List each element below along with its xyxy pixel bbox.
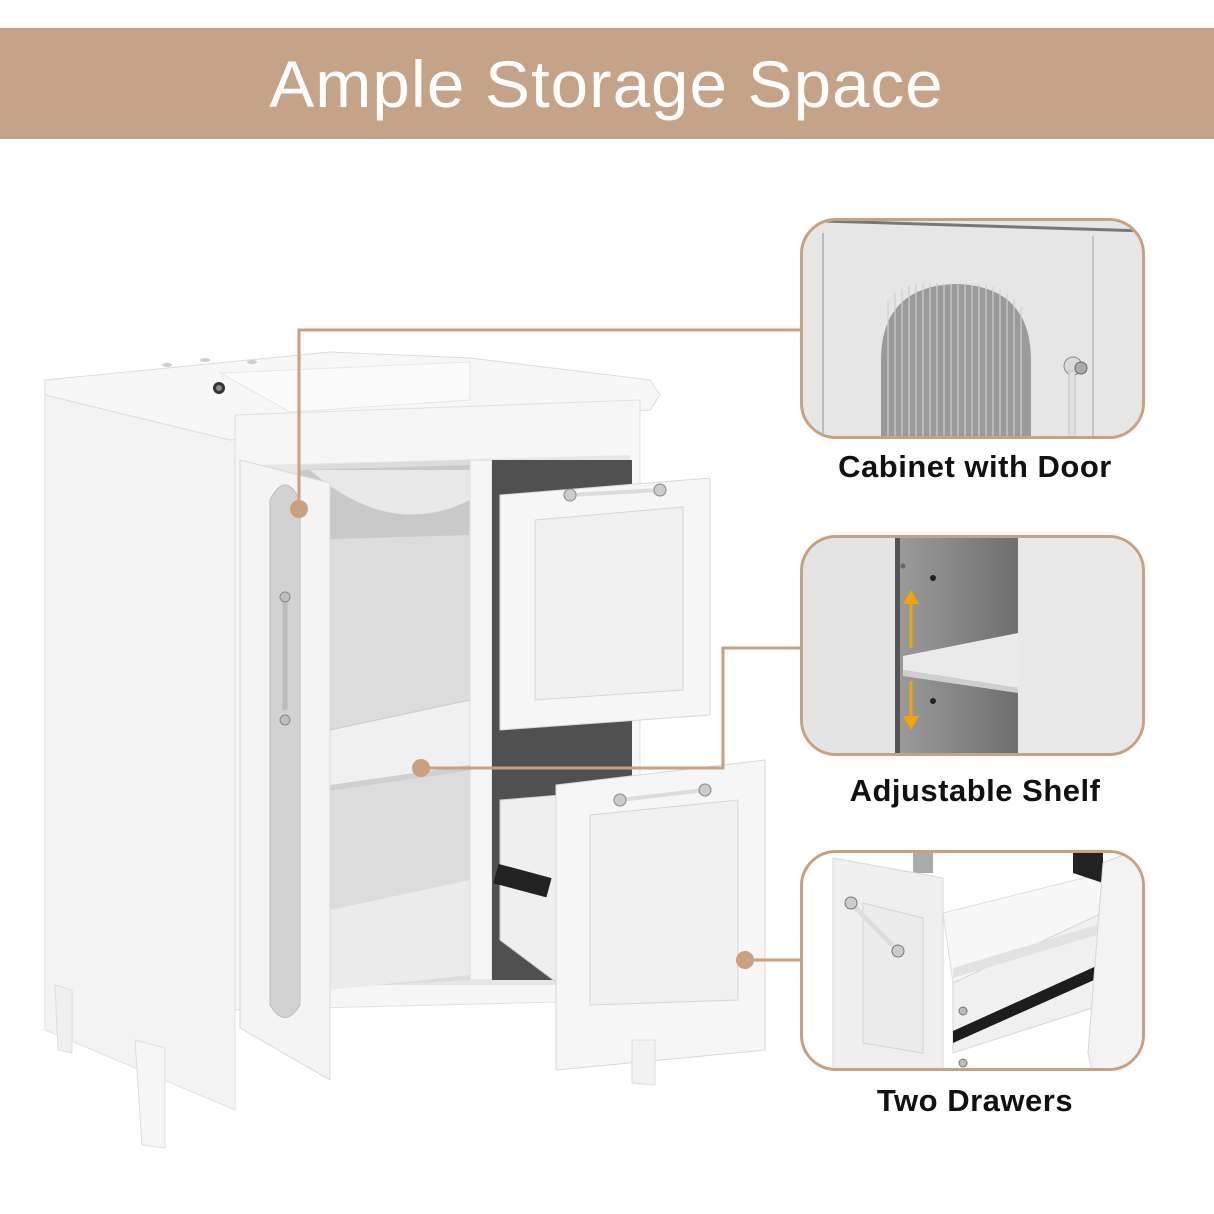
callout-dot-shelf [412,759,430,777]
callout-panel-drawer [800,850,1145,1071]
callout-panel-shelf [800,535,1145,756]
callout-dot-drawer [736,951,754,969]
adjust-arrows-icon [903,590,919,730]
callout-connectors [297,328,800,962]
title-banner: Ample Storage Space [0,28,1214,139]
callout-dot-door [290,500,308,518]
banner-title: Ample Storage Space [269,46,945,121]
callout-panel-door [800,218,1145,439]
callout-label-shelf: Adjustable Shelf [849,773,1101,808]
callout-label-door: Cabinet with Door [838,449,1112,484]
callout-label-drawer: Two Drawers [876,1083,1074,1118]
